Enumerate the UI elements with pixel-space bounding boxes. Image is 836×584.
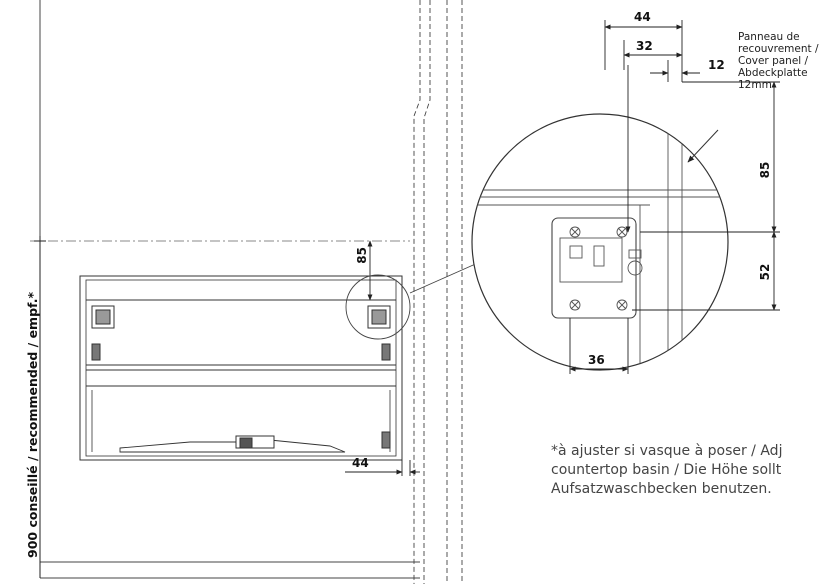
wall-outline	[39, 0, 420, 579]
svg-text:12mm: 12mm	[738, 79, 772, 91]
note-line: Aufsatzwaschbecken benutzen.	[551, 481, 772, 497]
svg-text:Panneau de: Panneau de	[738, 31, 800, 43]
height-dimension-900	[34, 236, 46, 578]
front-85-label: 85	[355, 247, 369, 264]
svg-text:Cover panel /: Cover panel /	[738, 55, 809, 67]
svg-text:recouvrement /: recouvrement /	[738, 43, 819, 55]
front-44-label: 44	[352, 456, 369, 470]
recommended-height-label: 900 conseillé / recommended / empf.*	[25, 291, 40, 558]
cover-panel-label: Panneau de recouvrement / Cover panel / …	[738, 31, 819, 91]
detail-85-label: 85	[758, 162, 772, 179]
svg-text:Abdeckplatte: Abdeckplatte	[738, 67, 808, 79]
detail-bottom-dimension	[569, 318, 629, 374]
front-44-dimension	[345, 460, 420, 476]
detail-right-dimensions	[632, 81, 780, 311]
cover-panel-leader	[687, 129, 719, 163]
detail-44-label: 44	[634, 10, 651, 24]
detail-32-label: 32	[636, 39, 653, 53]
detail-36-label: 36	[588, 353, 605, 367]
cabinet-front	[79, 275, 403, 461]
detail-12-label: 12	[708, 58, 725, 72]
note-line: *à ajuster si vasque à poser / Adj	[551, 443, 783, 459]
detail-top-dimensions	[604, 20, 700, 82]
detail-marker-circle	[345, 274, 411, 340]
detail-52-label: 52	[758, 264, 772, 281]
detail-leader-line	[409, 261, 481, 294]
dashed-guides	[413, 0, 463, 584]
adjustment-note: *à ajuster si vasque à poser / Adj count…	[551, 442, 836, 499]
note-line: countertop basin / Die Höhe sollt	[551, 462, 782, 478]
